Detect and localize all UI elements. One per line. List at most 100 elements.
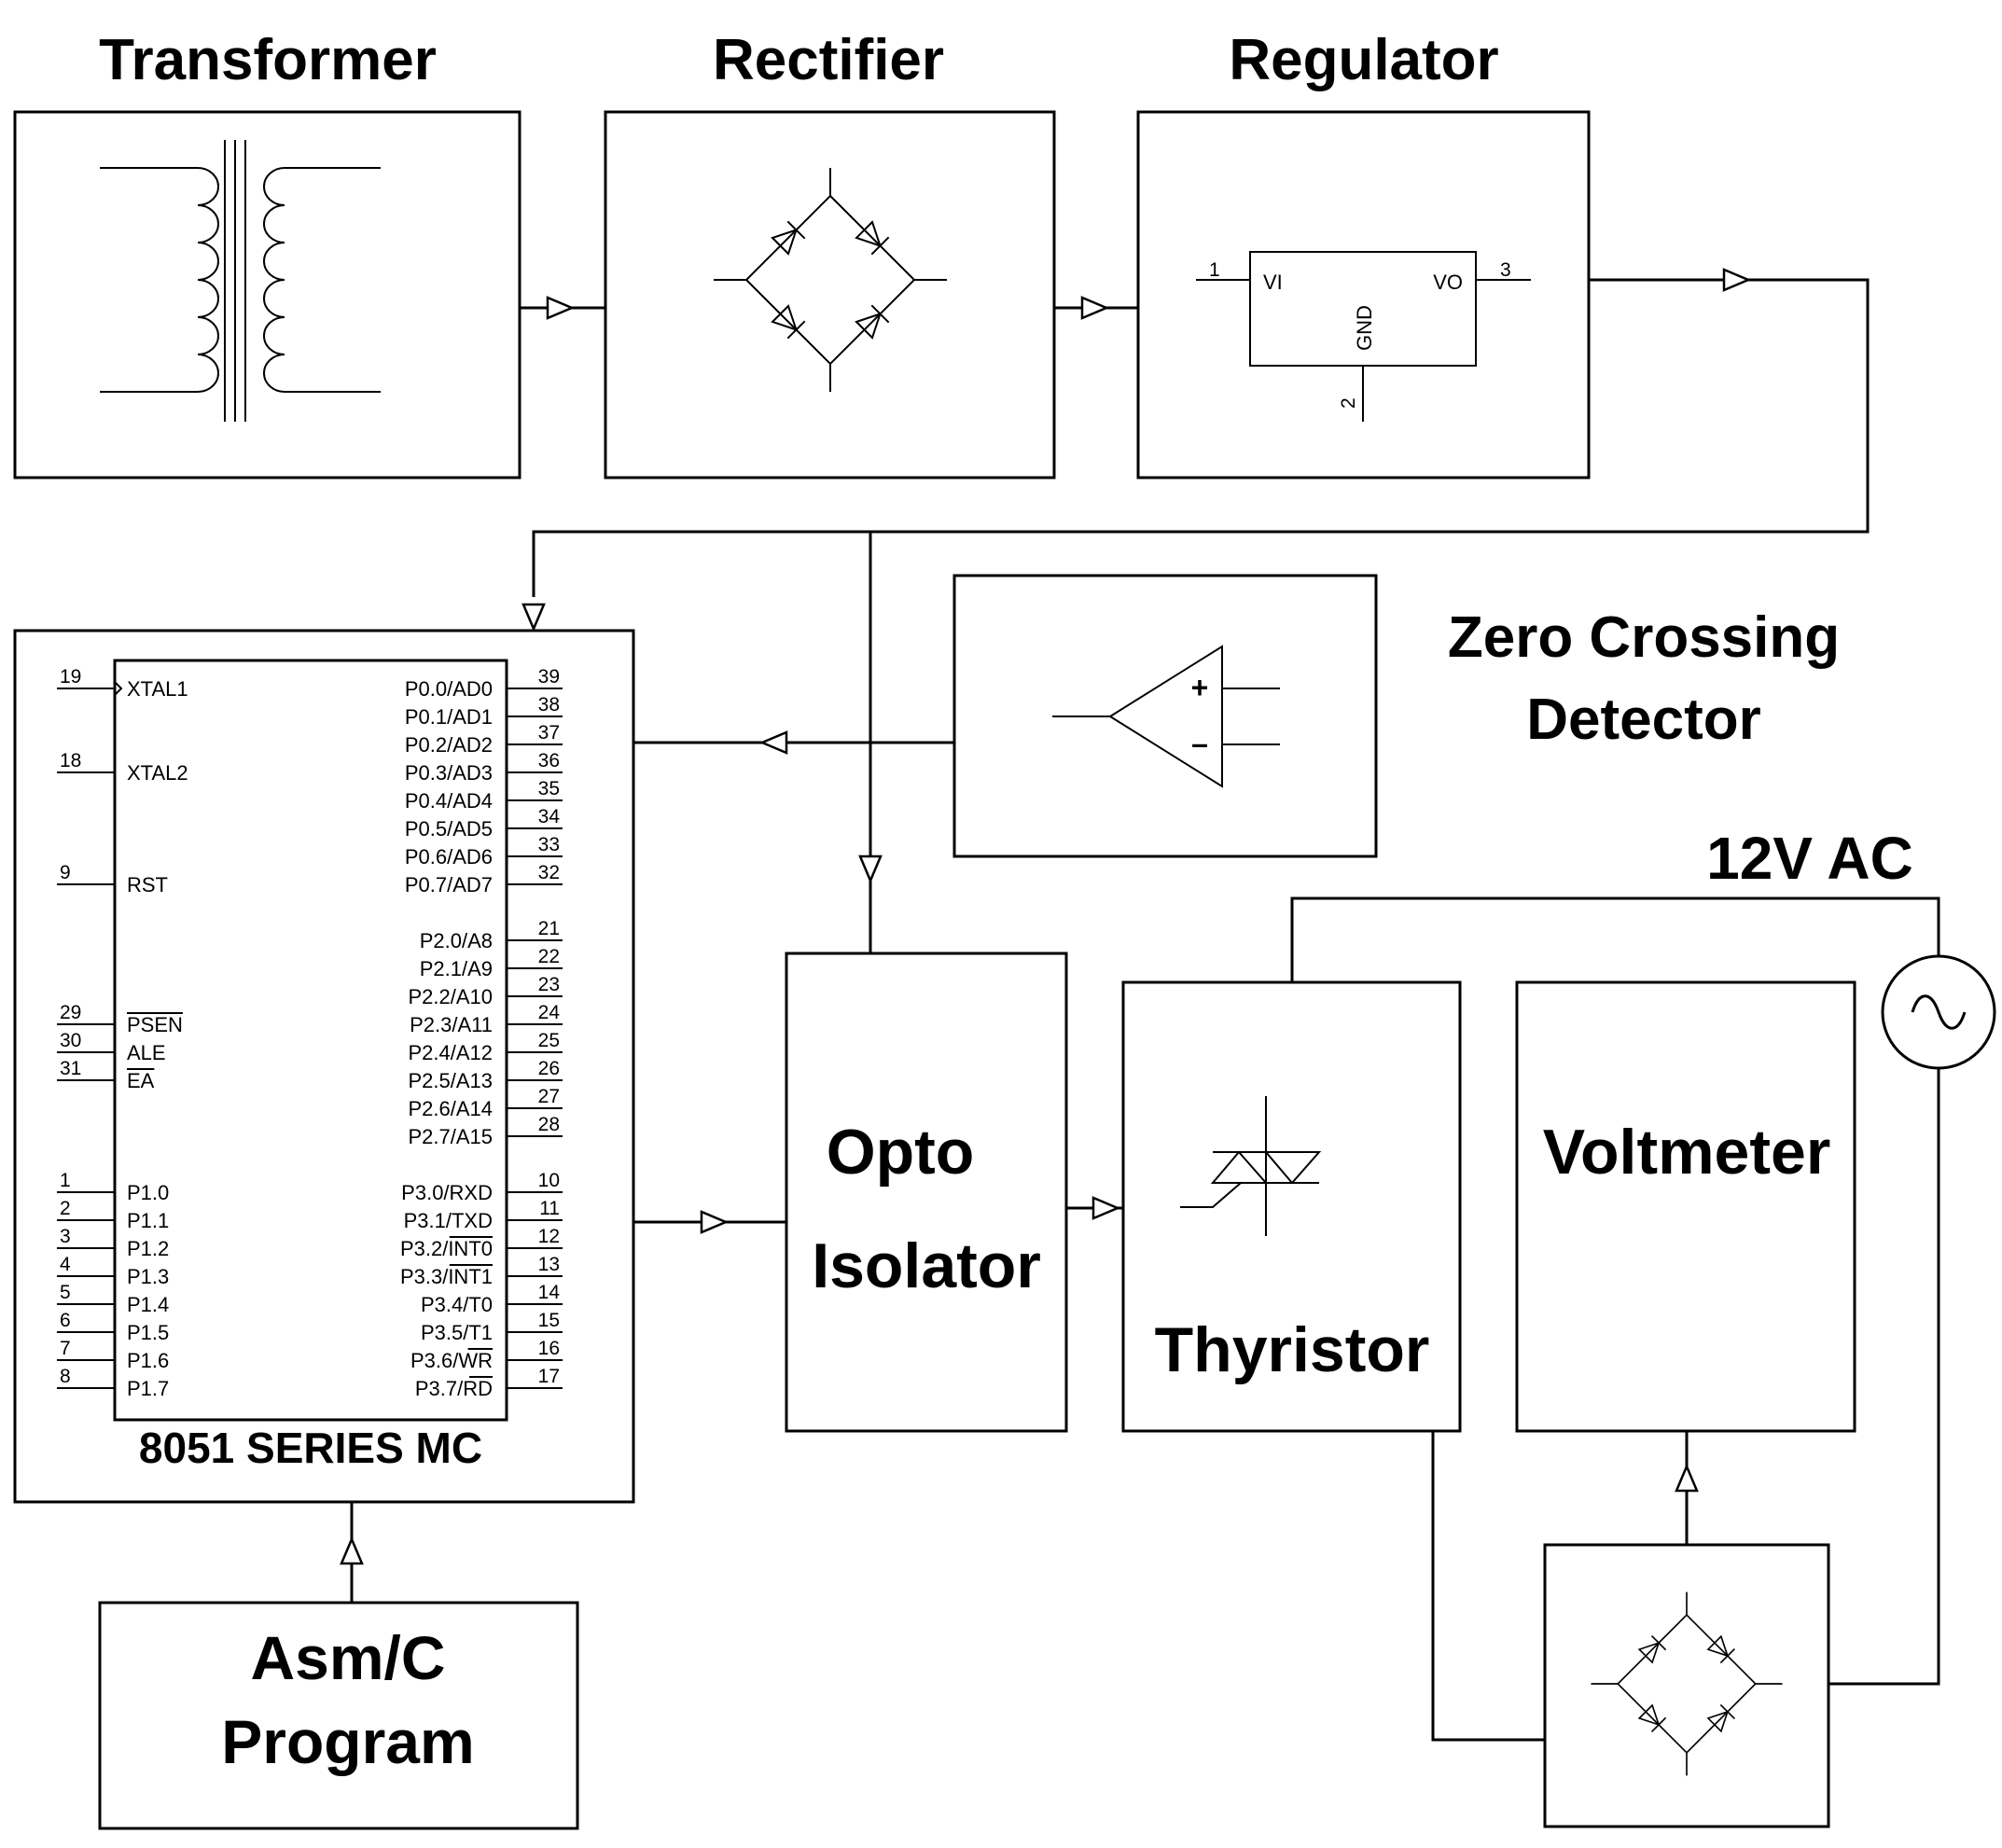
- opto-isolator-block: [785, 952, 1068, 1433]
- mcu-pin-name: XTAL2: [127, 761, 188, 785]
- opamp-plus: +: [1191, 671, 1209, 704]
- mcu-pin-number: 10: [538, 1170, 560, 1191]
- mcu-pin-name: P0.5/AD5: [405, 817, 493, 841]
- mcu-pin-number: 23: [538, 974, 560, 995]
- mcu-pin-number: 35: [538, 778, 560, 799]
- rectifier-block: [604, 110, 1056, 479]
- mcu-block: [13, 629, 635, 1504]
- mcu-pin-number: 8: [60, 1366, 71, 1387]
- program-block: [98, 1601, 579, 1830]
- mcu-pin-number: 30: [60, 1030, 81, 1051]
- mcu-pin-name: ALE: [127, 1041, 166, 1064]
- mcu-pin-number: 6: [60, 1310, 71, 1331]
- mcu-ic-body: [113, 659, 508, 1422]
- mcu-pin-name: RST: [127, 873, 168, 896]
- mcu-pin-name: P2.2/A10: [408, 985, 493, 1008]
- mcu-pin-name: P3.4/T0: [421, 1293, 493, 1316]
- voltmeter-title: Voltmeter: [1543, 1117, 1831, 1188]
- mcu-pin-name: P1.7: [127, 1377, 169, 1400]
- arrow-regulator-out: [1722, 268, 1752, 292]
- arrow-to-voltmeter: [1675, 1463, 1699, 1493]
- mcu-pin-number: 33: [538, 834, 560, 855]
- mcu-pin-number: 19: [60, 666, 81, 688]
- regulator-vo-label: VO: [1433, 271, 1463, 294]
- mcu-pin-name: P2.0/A8: [420, 929, 493, 952]
- mcu-pin-number: 27: [538, 1086, 560, 1107]
- mcu-pin-number: 5: [60, 1282, 71, 1303]
- opto-title-line2: Isolator: [812, 1230, 1041, 1301]
- mcu-pin-name: P0.3/AD3: [405, 761, 493, 785]
- mcu-pin-number: 2: [60, 1198, 71, 1219]
- ac-source-label: 12V AC: [1706, 825, 1913, 892]
- mcu-pin-name: P0.0/AD0: [405, 677, 493, 701]
- mcu-pin-number: 7: [60, 1338, 71, 1359]
- meter-rectifier-block: [1543, 1543, 1830, 1828]
- mcu-pin-number: 34: [538, 806, 561, 827]
- mcu-pin-name: P2.1/A9: [420, 957, 493, 980]
- arrow-to-mcu: [521, 603, 546, 632]
- mcu-pin-name: P3.7/RD: [415, 1377, 493, 1400]
- rectifier-title: Rectifier: [713, 28, 944, 92]
- mcu-pin-number: 26: [538, 1058, 560, 1079]
- zcd-block: [952, 574, 1378, 858]
- thyristor-title: Thyristor: [1155, 1314, 1430, 1385]
- mcu-pin-number: 12: [538, 1226, 560, 1247]
- wire-ac-thyristor: [1290, 896, 1940, 982]
- mcu-pin-number: 15: [538, 1310, 560, 1331]
- mcu-pin-name: P3.2/INT0: [400, 1237, 493, 1260]
- mcu-pin-name: P2.5/A13: [408, 1069, 493, 1092]
- mcu-pin-name: P3.0/RXD: [401, 1181, 493, 1204]
- mcu-pin-number: 11: [539, 1198, 560, 1219]
- arrow-zcd-to-mcu: [758, 730, 788, 755]
- mcu-pin-number: 13: [538, 1254, 560, 1275]
- zcd-title-line2: Detector: [1526, 688, 1761, 752]
- opamp-symbol: + –: [1052, 645, 1280, 788]
- meter-bridge-symbol: [1591, 1591, 1783, 1776]
- regulator-pin-2: 2: [1338, 397, 1359, 409]
- regulator-block: [1136, 110, 1591, 479]
- transformer-symbol: [100, 140, 381, 422]
- mcu-pin-name: P0.2/AD2: [405, 733, 493, 757]
- mcu-pin-name: P0.1/AD1: [405, 705, 493, 729]
- opto-title-line1: Opto: [827, 1117, 975, 1188]
- mcu-pin-number: 29: [60, 1002, 81, 1023]
- regulator-ic-symbol: VI VO GND 1 3 2: [1196, 251, 1531, 422]
- mcu-pin-name: XTAL1: [127, 677, 188, 701]
- program-title-line2: Program: [221, 1707, 474, 1776]
- mcu-pin-number: 39: [538, 666, 560, 688]
- mcu-pin-name: P2.6/A14: [408, 1097, 493, 1120]
- mcu-pin-number: 3: [60, 1226, 71, 1247]
- triac-symbol: [1180, 1096, 1322, 1236]
- mcu-pin-name: EA: [127, 1069, 155, 1092]
- mcu-title: 8051 SERIES MC: [139, 1424, 482, 1472]
- voltmeter-block: [1515, 980, 1856, 1433]
- regulator-vi-label: VI: [1263, 271, 1283, 294]
- mcu-pin-name: P1.3: [127, 1265, 169, 1288]
- transformer-block: [13, 110, 521, 479]
- mcu-right-pins: 39P0.0/AD038P0.1/AD137P0.2/AD236P0.3/AD3…: [400, 666, 563, 1400]
- wire-regulator-output-bus: [532, 278, 1870, 597]
- mcu-pin-name: PSEN: [127, 1013, 183, 1036]
- mcu-pin-name: P2.7/A15: [408, 1125, 493, 1148]
- mcu-pin-name: P3.6/WR: [410, 1349, 493, 1372]
- mcu-pin-name: P0.4/AD4: [405, 789, 493, 813]
- mcu-pin-number: 17: [538, 1366, 560, 1387]
- regulator-pin-1: 1: [1209, 259, 1220, 281]
- mcu-pin-number: 4: [60, 1254, 71, 1275]
- transformer-title: Transformer: [99, 28, 437, 92]
- mcu-pin-name: P1.6: [127, 1349, 169, 1372]
- wire-thyristor-bridge: [1431, 1431, 1545, 1742]
- mcu-pin-number: 14: [538, 1282, 561, 1303]
- bridge-rectifier-symbol: [714, 168, 947, 392]
- program-title-line1: Asm/C: [250, 1623, 445, 1692]
- regulator-pin-3: 3: [1500, 259, 1511, 281]
- regulator-title: Regulator: [1229, 28, 1498, 92]
- mcu-pin-name: P3.3/INT1: [400, 1265, 493, 1288]
- wire-ac-bridge: [1828, 1068, 1940, 1686]
- mcu-pin-name: P1.5: [127, 1321, 169, 1344]
- mcu-pin-name: P1.0: [127, 1181, 169, 1204]
- mcu-pin-name: P0.7/AD7: [405, 873, 493, 896]
- mcu-pin-number: 28: [538, 1114, 560, 1135]
- mcu-pin-number: 25: [538, 1030, 560, 1051]
